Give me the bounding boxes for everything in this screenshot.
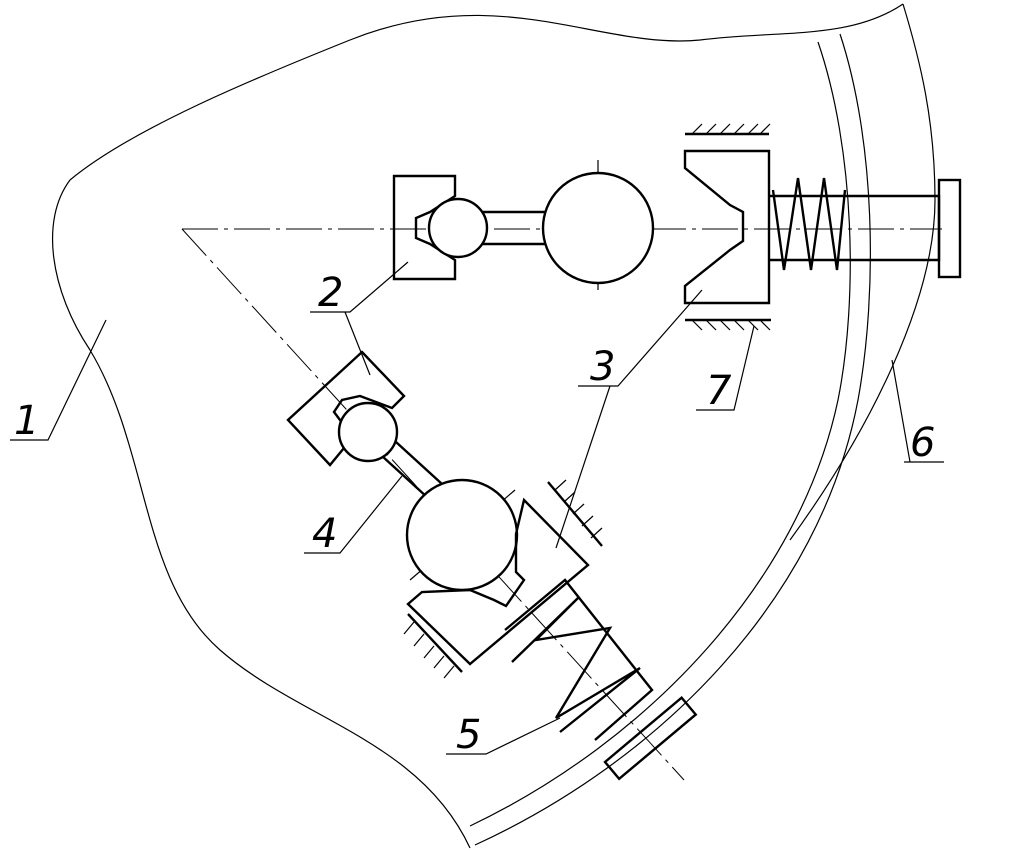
label-part-6: 6 — [910, 420, 935, 466]
upper-v-block — [683, 149, 771, 305]
label-part-5: 5 — [456, 712, 481, 758]
lower-rod-right — [395, 441, 443, 485]
ring-6-outer-arc — [789, 3, 936, 541]
upper-v-block-assembly — [683, 123, 962, 331]
label-part-2: 2 — [318, 270, 343, 316]
lower-spring — [511, 597, 641, 733]
lower-guide-left — [403, 613, 463, 679]
label-part-1: 1 — [14, 398, 39, 444]
lower-rod-left — [381, 455, 429, 499]
label-part-4: 4 — [312, 511, 337, 557]
upper-guide-bottom — [685, 318, 771, 331]
lower-link — [286, 350, 519, 592]
label-part-7: 7 — [706, 368, 732, 414]
upper-guide-top — [685, 123, 771, 136]
ring-6-inner-arc — [469, 41, 851, 827]
upper-link — [392, 171, 655, 285]
lower-guide-right — [547, 479, 603, 547]
lower-end-cap — [603, 696, 698, 781]
lower-socket — [286, 350, 406, 467]
upper-large-ball — [541, 171, 655, 285]
lower-small-ball — [337, 401, 399, 463]
lower-large-ball — [405, 478, 519, 592]
body-outline — [52, 3, 904, 849]
label-part-3: 3 — [590, 344, 615, 390]
lower-v-block — [406, 497, 590, 666]
upper-small-ball — [427, 197, 489, 259]
lower-plunger — [504, 578, 654, 741]
upper-socket — [392, 174, 457, 281]
lower-v-block-assembly — [403, 479, 698, 781]
upper-spring — [771, 177, 847, 271]
leader-lines — [10, 261, 944, 755]
ring-6-middle-arc — [474, 33, 871, 846]
upper-end-cap — [937, 178, 962, 279]
